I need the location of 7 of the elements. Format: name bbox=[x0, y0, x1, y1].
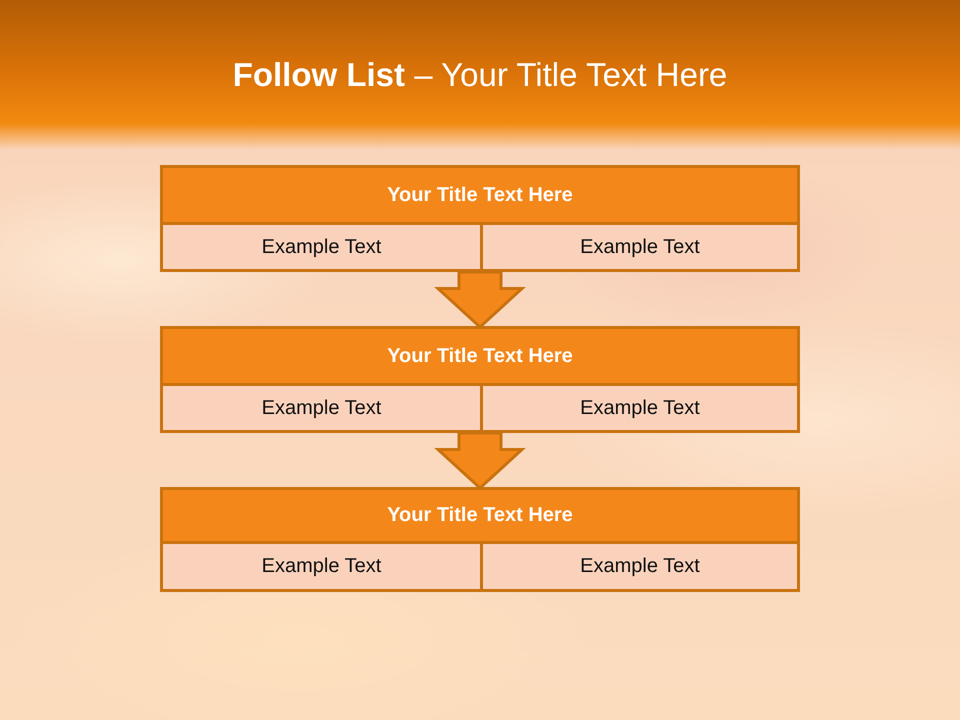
table-block bbox=[160, 487, 800, 592]
block-heading: Your Title Text Here bbox=[163, 490, 797, 544]
block-heading: Your Title Text Here bbox=[163, 168, 797, 225]
table-block bbox=[160, 165, 800, 272]
block-heading: Your Title Text Here bbox=[163, 329, 797, 386]
slide-title: Follow List – Your Title Text Here bbox=[232, 55, 728, 95]
table-block bbox=[160, 326, 800, 433]
